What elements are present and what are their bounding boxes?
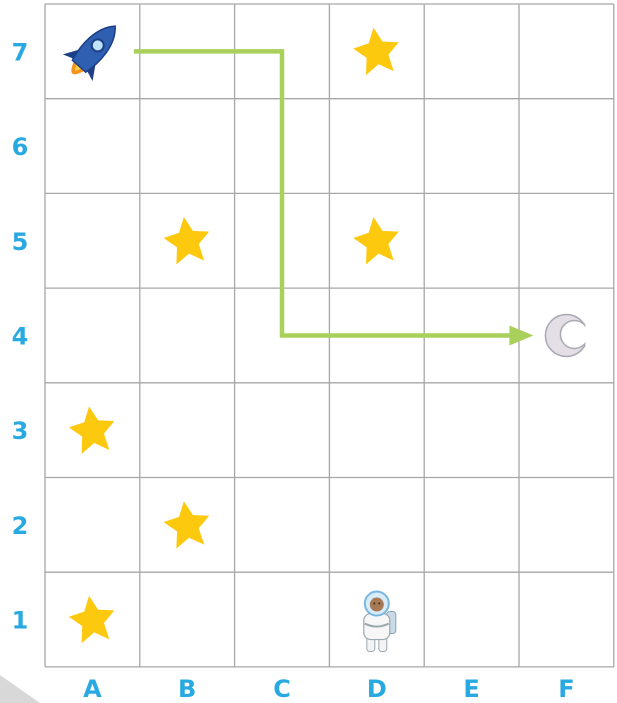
row-label-2: 2	[12, 512, 29, 540]
row-label-7: 7	[12, 38, 29, 66]
star-icon	[66, 593, 118, 645]
row-label-1: 1	[12, 607, 29, 635]
crescent-moon-icon	[545, 313, 593, 357]
row-label-6: 6	[12, 133, 29, 161]
route-arrowhead-icon	[509, 325, 533, 345]
route-path	[134, 51, 534, 345]
rocket-icon	[57, 13, 130, 87]
row-label-5: 5	[12, 228, 29, 256]
row-labels: 7 6 5 4 3 2 1	[12, 38, 29, 634]
corner-marker	[0, 675, 40, 703]
column-label-f: F	[558, 675, 574, 703]
column-labels: A B C D E F	[83, 675, 574, 703]
star-icon	[161, 498, 213, 550]
row-label-3: 3	[12, 417, 29, 445]
row-label-4: 4	[12, 322, 29, 350]
star-icon	[66, 403, 118, 455]
star-icon	[161, 214, 213, 266]
column-label-e: E	[463, 675, 479, 703]
column-label-c: C	[273, 675, 291, 703]
column-label-a: A	[83, 675, 102, 703]
column-label-b: B	[178, 675, 196, 703]
astronaut-icon	[364, 592, 396, 652]
star-icon	[351, 214, 403, 266]
star-icon	[351, 24, 403, 76]
column-label-d: D	[367, 675, 387, 703]
